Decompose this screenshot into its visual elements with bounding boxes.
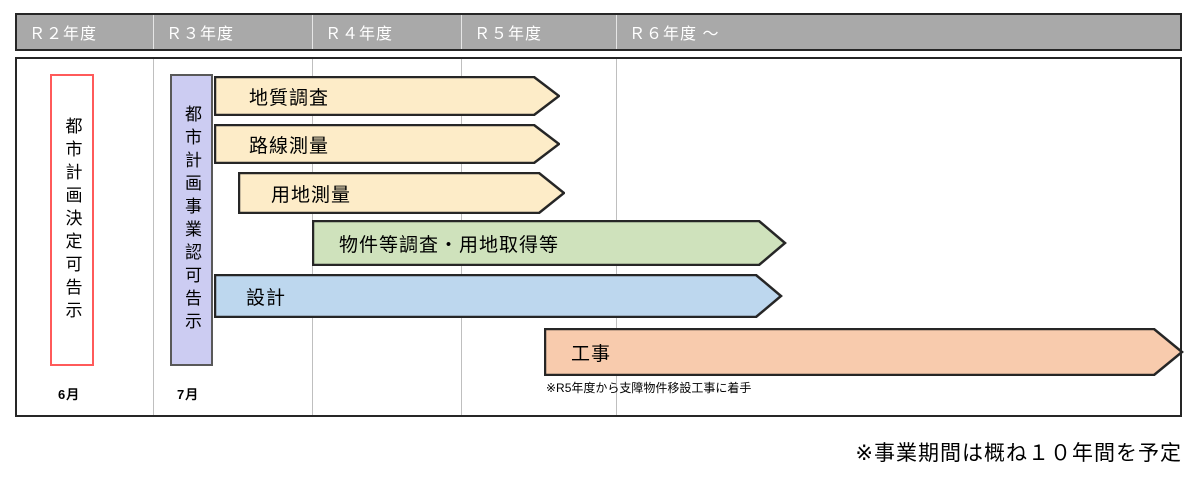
year-header-cell-r5: Ｒ５年度 <box>462 15 617 49</box>
footer-note: ※事業期間は概ね１０年間を予定 <box>855 442 1182 465</box>
year-header-label: Ｒ３年度 <box>166 26 235 43</box>
timeline-bar-label: 工事 <box>571 343 612 365</box>
timeline-year-header: Ｒ２年度 Ｒ３年度 Ｒ４年度 Ｒ５年度 Ｒ６年度 ～ <box>15 13 1182 51</box>
milestone-label: 都市計画決定可告示 <box>62 116 82 324</box>
timeline-bar-geological-survey[interactable]: 地質調査 <box>214 76 560 116</box>
arrow-shape <box>544 328 1184 376</box>
arrow-shape <box>214 76 560 116</box>
arrow-shape <box>214 124 560 164</box>
timeline-bar-property-survey-land-acquisition[interactable]: 物件等調査・用地取得等 <box>312 220 787 266</box>
year-header-label: Ｒ２年度 <box>29 26 98 43</box>
year-header-cell-r2: Ｒ２年度 <box>17 15 154 49</box>
arrow-shape <box>238 172 565 214</box>
timeline-bar-label: 地質調査 <box>249 87 330 109</box>
milestone-label: 都市計画事業認可告示 <box>182 105 201 335</box>
timeline-bar-label: 用地測量 <box>271 184 352 206</box>
year-header-cell-r3: Ｒ３年度 <box>154 15 313 49</box>
timeline-bar-design[interactable]: 設計 <box>214 274 783 318</box>
year-header-label: Ｒ６年度 ～ <box>629 26 720 43</box>
milestone-city-planning-project-approval: 都市計画事業認可告示 <box>170 74 213 366</box>
arrow-shape <box>214 274 783 318</box>
year-header-cell-r4: Ｒ４年度 <box>313 15 462 49</box>
milestone-month-city-planning-decision: 6月 <box>58 387 81 402</box>
timeline-bar-label: 設計 <box>246 287 287 309</box>
year-header-label: Ｒ５年度 <box>474 26 543 43</box>
year-header-label: Ｒ４年度 <box>325 26 394 43</box>
timeline-bar-note-construction: ※R5年度から支障物件移設工事に着手 <box>546 381 752 395</box>
year-header-cell-r6-onward: Ｒ６年度 ～ <box>617 15 1180 49</box>
timeline-bar-label: 物件等調査・用地取得等 <box>339 234 560 256</box>
arrow-shape <box>312 220 787 266</box>
milestone-city-planning-decision: 都市計画決定可告示 <box>50 74 94 366</box>
timeline-bar-land-survey[interactable]: 用地測量 <box>238 172 565 214</box>
timeline-bar-construction[interactable]: 工事 <box>544 328 1184 376</box>
timeline-plot-area: 都市計画決定可告示 6月 都市計画事業認可告示 7月 地質調査 路線測量 用地測… <box>15 57 1184 417</box>
timeline-bar-label: 路線測量 <box>249 135 330 157</box>
grid-line-r3 <box>153 59 154 415</box>
milestone-month-project-approval: 7月 <box>177 387 200 402</box>
timeline-bar-route-survey[interactable]: 路線測量 <box>214 124 560 164</box>
